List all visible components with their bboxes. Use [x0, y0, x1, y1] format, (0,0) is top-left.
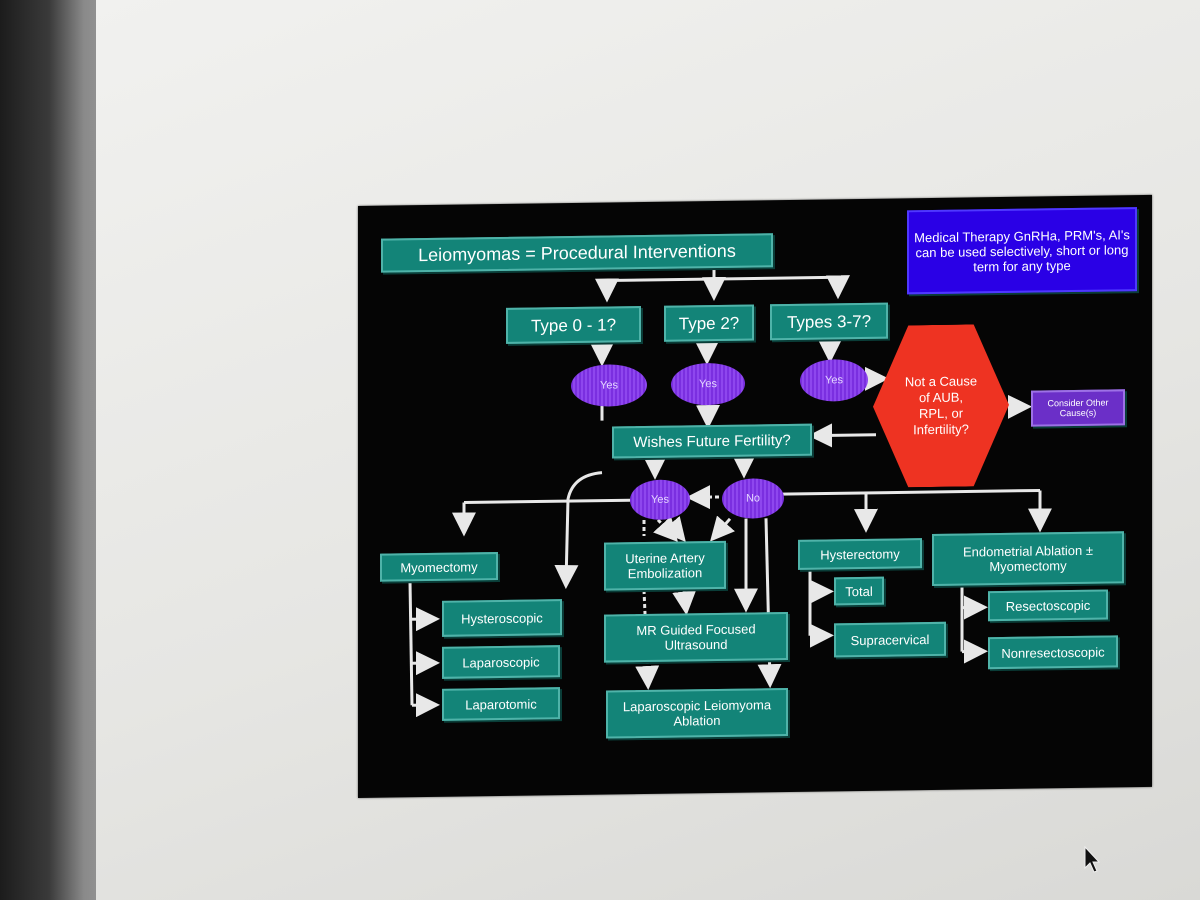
- endometrial-ablation-box: Endometrial Ablation ± Myomectomy: [932, 531, 1124, 586]
- supracervical-box: Supracervical: [834, 621, 946, 658]
- laparoscopic-leiomyoma-ablation-box: Laparoscopic Leiomyoma Ablation: [606, 687, 788, 739]
- laparoscopic-box: Laparoscopic: [442, 645, 560, 679]
- consider-other-causes-box: Consider Other Cause(s): [1031, 389, 1125, 427]
- resectoscopic-box: Resectoscopic: [988, 589, 1108, 622]
- title-box: Leiomyomas = Procedural Interventions: [381, 233, 773, 273]
- wishes-future-fertility-box: Wishes Future Fertility?: [612, 423, 812, 459]
- mouse-cursor-icon: [1084, 846, 1100, 873]
- myomectomy-box: Myomectomy: [380, 552, 498, 582]
- total-box: Total: [834, 576, 884, 606]
- hysteroscopic-box: Hysteroscopic: [442, 599, 562, 637]
- nonresectoscopic-box: Nonresectoscopic: [988, 635, 1118, 670]
- medical-therapy-box: Medical Therapy GnRHa, PRM's, AI's can b…: [907, 207, 1137, 295]
- laparotomic-box: Laparotomic: [442, 687, 560, 721]
- types-3-7-box: Types 3-7?: [770, 302, 888, 341]
- uterine-artery-embolization-box: Uterine Artery Embolization: [604, 540, 726, 591]
- mr-guided-focused-ultrasound-box: MR Guided Focused Ultrasound: [604, 611, 788, 663]
- type-0-1-box: Type 0 - 1?: [506, 306, 641, 344]
- hysterectomy-box: Hysterectomy: [798, 538, 922, 570]
- flowchart-slide: Leiomyomas = Procedural Interventions Me…: [358, 194, 1152, 798]
- type-2-box: Type 2?: [664, 304, 754, 342]
